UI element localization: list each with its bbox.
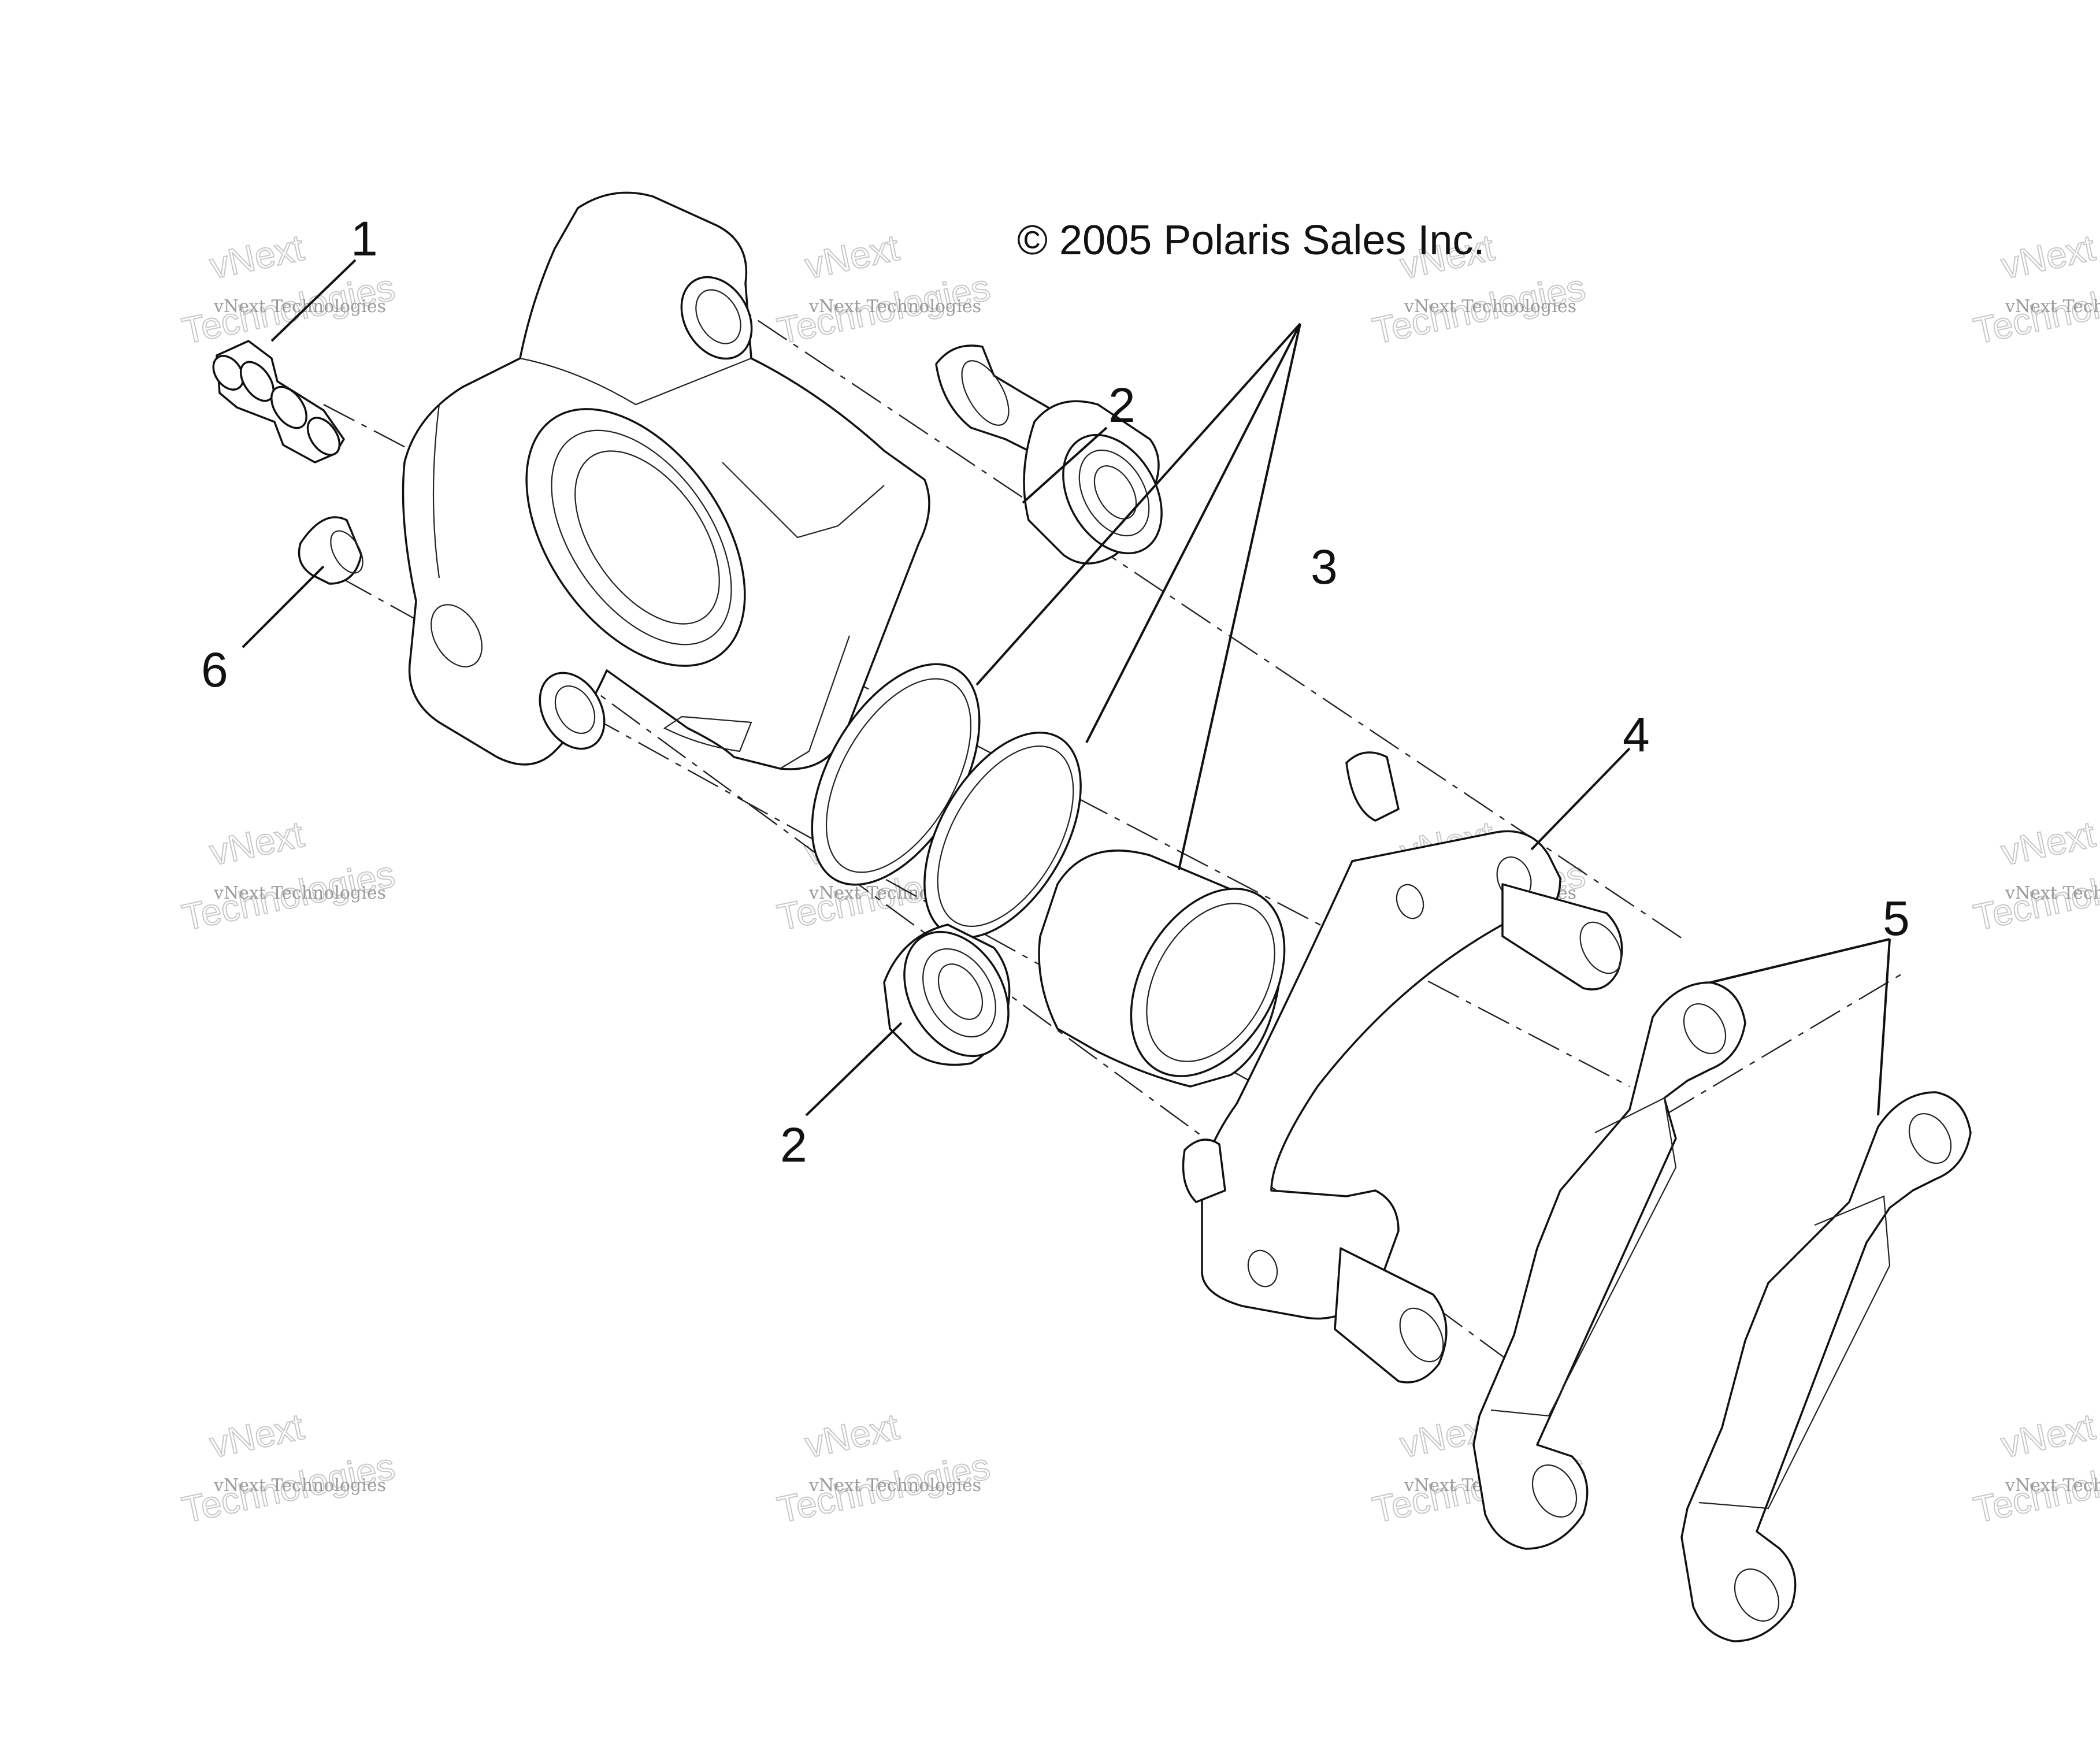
callout-labels: 1 2 2 3 4 5 6 [201, 212, 1910, 1172]
callout-5: 5 [1883, 891, 1910, 945]
watermark-logo-text: vNext [1998, 813, 2099, 873]
piston-seal-inner [923, 731, 1082, 939]
watermark-text: vNext Technologies [808, 1475, 981, 1496]
bleeder-cap [298, 516, 363, 585]
caliper-piston [1038, 850, 1286, 1088]
watermark-text: vNext Technologies [213, 883, 386, 903]
watermark-text: vNext Technologies [213, 1475, 386, 1496]
watermark-text: vNext Technologies [2005, 296, 2100, 317]
watermark-text: vNext Technologies [1404, 296, 1576, 317]
watermark-logo-text: vNext [206, 227, 307, 287]
watermark-text: vNext Technologies [808, 296, 981, 317]
leader-lines [242, 259, 1891, 1117]
caliper-bracket [1182, 751, 1623, 1384]
watermark-logo-text: vNext [206, 1405, 307, 1466]
watermark-logo-text: vNext [1998, 1405, 2099, 1466]
watermark-logo-text: vNext [802, 227, 903, 287]
copyright-notice: © 2005 Polaris Sales Inc. [1017, 217, 1485, 264]
slide-pin-boot-lower [883, 923, 1011, 1066]
callout-6: 6 [201, 643, 228, 697]
watermark-logo-text: vNext [1998, 227, 2099, 287]
callout-4: 4 [1623, 707, 1650, 762]
brake-pad-outer [1680, 1091, 1972, 1642]
watermark-logo-text: vNext [206, 813, 307, 873]
slide-pin-upper [935, 344, 1163, 565]
caliper-body [402, 191, 930, 770]
callout-3: 3 [1311, 540, 1338, 594]
callout-1: 1 [351, 212, 378, 266]
brake-pad-inner [1472, 981, 1746, 1550]
callout-2-upper: 2 [1108, 378, 1136, 432]
watermark-text: vNext Technologies [2005, 883, 2100, 903]
watermark-logo-text: vNext [802, 1405, 903, 1466]
watermark-text: vNext Technologies [2005, 1475, 2100, 1496]
callout-2-lower: 2 [780, 1118, 807, 1172]
bleeder-valve [212, 340, 345, 463]
